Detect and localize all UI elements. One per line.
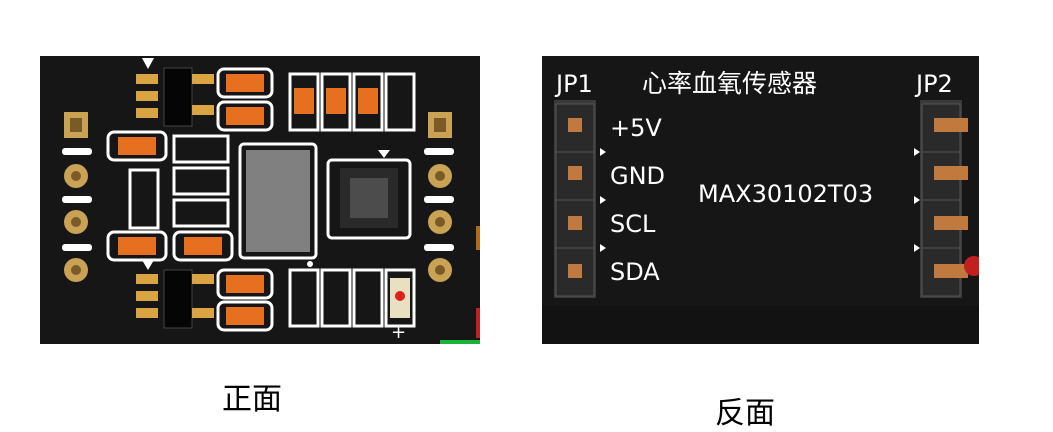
back-board-image: JP1 心率血氧传感器 JP2 +5V GND SCL SDA MAX30102… (542, 56, 979, 344)
front-caption: 正面 (222, 382, 282, 417)
jp1-label: JP1 (556, 70, 593, 98)
back-pcb-drawing (542, 56, 979, 344)
pin-label-5v: +5V (610, 114, 662, 142)
pin-label-sda: SDA (610, 258, 660, 286)
jp2-label: JP2 (916, 70, 953, 98)
pin-label-gnd: GND (610, 162, 666, 190)
front-board-image: + (40, 56, 480, 344)
back-caption: 反面 (715, 396, 775, 431)
model-label: MAX30102T03 (698, 180, 874, 208)
pin-label-scl: SCL (610, 210, 656, 238)
front-pcb-drawing (40, 56, 480, 344)
front-plus-mark: + (391, 322, 407, 343)
board-title: 心率血氧传感器 (642, 69, 818, 98)
